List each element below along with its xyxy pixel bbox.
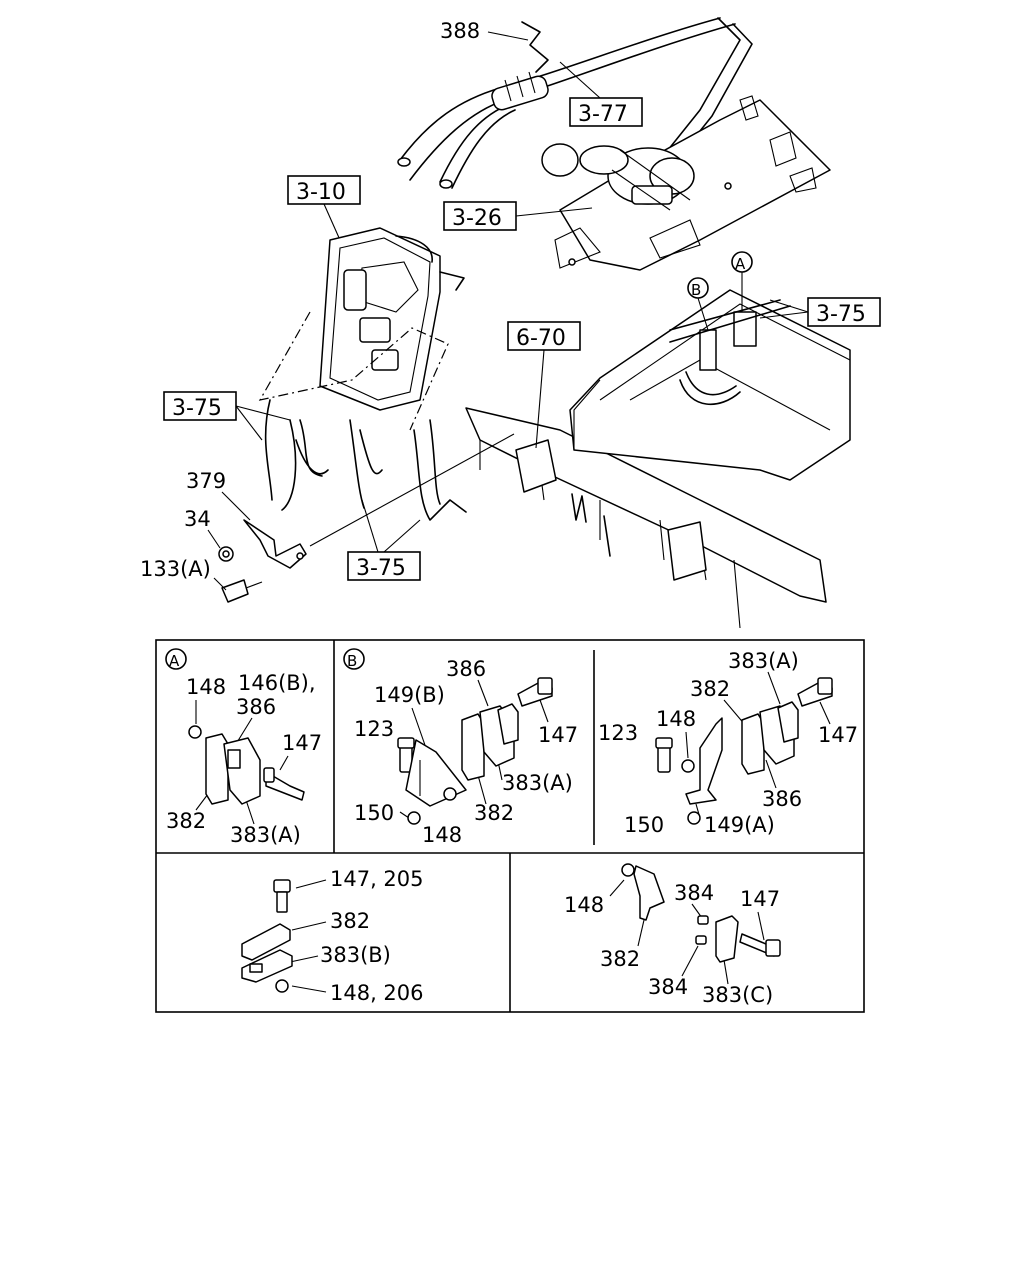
detail-c-label-386: 386 xyxy=(762,787,802,811)
detail-a: A 148 146(B), 386 147 382 383(A) xyxy=(165,648,322,847)
bracket-379 xyxy=(218,519,307,603)
detail-d-label-383b: 383(B) xyxy=(320,943,391,967)
top-assembly: 388 3-77 3-26 3-10 xyxy=(140,17,881,629)
detail-d: 147, 205 382 383(B) 148, 206 xyxy=(241,867,424,1005)
detail-a-label-146b: 146(B), xyxy=(238,671,316,695)
detail-a-label-382: 382 xyxy=(166,809,206,833)
label-3-75-right: 3-75 xyxy=(816,302,866,327)
detail-c-label-147: 147 xyxy=(818,723,858,747)
detail-c-label-123: 123 xyxy=(598,721,638,745)
detail-b-label-147: 147 xyxy=(538,723,578,747)
detail-d-label-147-205: 147, 205 xyxy=(330,867,424,891)
label-3-75-left: 3-75 xyxy=(172,396,222,421)
detail-b-label-386: 386 xyxy=(446,657,486,681)
detail-a-label-148: 148 xyxy=(186,675,226,699)
label-133a: 133(A) xyxy=(140,557,211,581)
detail-c-label-149a: 149(A) xyxy=(704,813,775,837)
detail-b-label-123: 123 xyxy=(354,717,394,741)
detail-c-label-382: 382 xyxy=(690,677,730,701)
label-3-26: 3-26 xyxy=(452,206,502,231)
label-388: 388 xyxy=(440,19,480,43)
detail-a-label-147: 147 xyxy=(282,731,322,755)
detail-a-label-383a: 383(A) xyxy=(230,823,301,847)
detail-e-label-148: 148 xyxy=(564,893,604,917)
valve-bracket-assembly xyxy=(541,95,831,271)
detail-c-label-150: 150 xyxy=(624,813,664,837)
frame-cross-member xyxy=(465,407,827,629)
detail-e-label-147: 147 xyxy=(740,887,780,911)
pedal-switch-assembly xyxy=(319,227,465,411)
detail-b-marker: B xyxy=(347,652,357,670)
detail-d-label-148-206: 148, 206 xyxy=(330,981,424,1005)
detail-table xyxy=(155,639,865,1013)
detail-b: B 386 149(B) 123 147 383(A) 150 382 148 xyxy=(343,648,578,847)
label-6-70: 6-70 xyxy=(516,326,566,351)
callout-a: A xyxy=(735,255,746,273)
detail-b-label-149b: 149(B) xyxy=(374,683,445,707)
detail-d-label-382: 382 xyxy=(330,909,370,933)
detail-a-marker: A xyxy=(169,652,180,670)
tank-body xyxy=(569,289,851,481)
detail-e-label-382: 382 xyxy=(600,947,640,971)
ref-box-3-77 xyxy=(569,97,643,127)
detail-c-label-148: 148 xyxy=(656,707,696,731)
detail-b-label-382: 382 xyxy=(474,801,514,825)
label-3-77: 3-77 xyxy=(578,102,628,127)
label-34: 34 xyxy=(184,507,211,531)
ref-box-3-26 xyxy=(443,201,517,231)
detail-c-label-383a: 383(A) xyxy=(728,649,799,673)
label-379: 379 xyxy=(186,469,226,493)
detail-e-label-384-bottom: 384 xyxy=(648,975,688,999)
detail-c: 383(A) 382 123 148 147 386 150 149(A) xyxy=(598,649,858,837)
label-3-75-bottom: 3-75 xyxy=(356,556,406,581)
detail-a-label-386: 386 xyxy=(236,695,276,719)
callout-b: B xyxy=(691,281,701,299)
detail-b-label-150: 150 xyxy=(354,801,394,825)
detail-e: 148 384 147 382 384 383(C) xyxy=(564,863,781,1007)
detail-e-label-384-top: 384 xyxy=(674,881,714,905)
detail-b-label-148: 148 xyxy=(422,823,462,847)
detail-e-label-383c: 383(C) xyxy=(702,983,773,1007)
label-3-10: 3-10 xyxy=(296,180,346,205)
detail-b-label-383a: 383(A) xyxy=(502,771,573,795)
